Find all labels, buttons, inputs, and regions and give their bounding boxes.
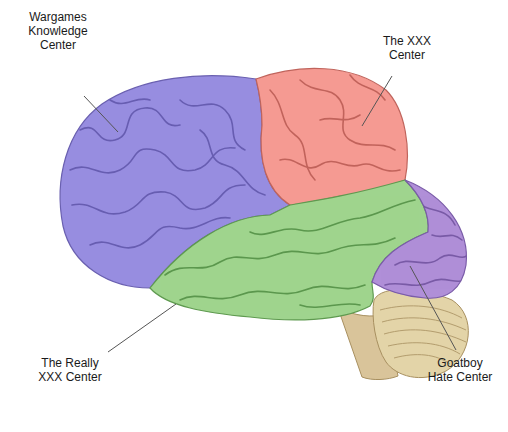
region-label: The XXX Center xyxy=(376,34,438,62)
region-label: The Really XXX Center xyxy=(28,356,112,384)
region-label: Goatboy Hate Center xyxy=(424,356,496,384)
leader-lines xyxy=(84,76,456,352)
region-label: Wargames Knowledge Center xyxy=(22,10,94,52)
